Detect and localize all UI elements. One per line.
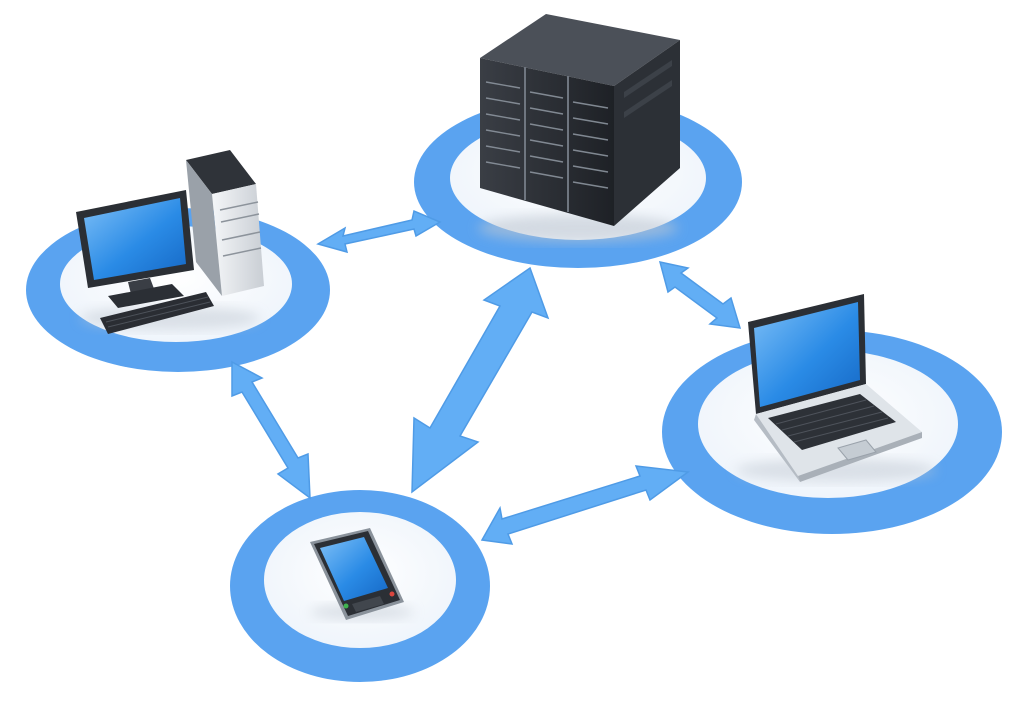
arrow-phone-laptop xyxy=(480,465,690,545)
arrow-desktop-phone xyxy=(231,360,311,500)
arrow-desktop-server xyxy=(316,209,442,254)
laptop-icon xyxy=(736,294,936,482)
smartphone-icon xyxy=(310,528,414,620)
arrow-server-laptop xyxy=(658,261,742,329)
server-rack-icon xyxy=(478,14,680,242)
phone-screen xyxy=(320,537,388,601)
arrow-server-phone xyxy=(411,266,550,494)
arrows-layer xyxy=(231,209,742,545)
desktop-computer-icon xyxy=(76,150,264,334)
laptop-screen xyxy=(754,302,860,407)
